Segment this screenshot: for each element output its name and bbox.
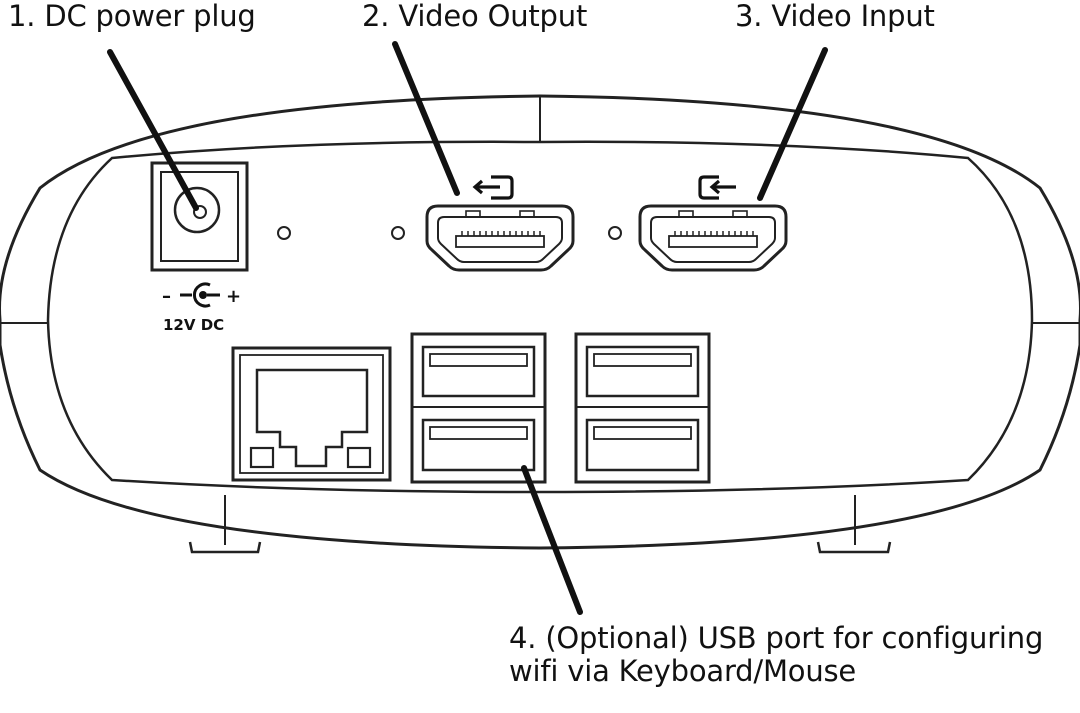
video-output-icon: [472, 175, 514, 200]
voltage-label: 12V DC: [163, 316, 224, 334]
usb-port-3: [585, 345, 700, 398]
ethernet-led-left: [249, 446, 275, 469]
polarity-minus: –: [162, 286, 171, 307]
leader-lines: [107, 41, 828, 615]
usb-port-4: [585, 418, 700, 472]
callout-3-number: 3.: [735, 0, 763, 33]
dc-jack-inner: [160, 171, 239, 262]
hdmi-input-port: [638, 204, 788, 272]
callout-4-line-1: 4. (Optional) USB port for configuring: [509, 621, 1044, 655]
hdmi-output-pins: [461, 231, 541, 236]
hdmi-output-latch-left: [465, 210, 481, 218]
device-body: [0, 94, 1080, 554]
usb-port-1: [421, 345, 536, 398]
hdmi-output-port: [425, 204, 575, 272]
device-inner-face: [46, 140, 1034, 494]
leader-line-3: [757, 47, 828, 201]
usb-stack-left: [410, 332, 547, 484]
hdmi-output-latch-right: [519, 210, 535, 218]
dc-jack-pin: [193, 205, 207, 219]
callout-4-number: 4.: [509, 621, 537, 655]
callout-video-input: 3. Video Input: [735, 0, 935, 33]
hdmi-input-latch-left: [678, 210, 694, 218]
callout-dc-power-plug: 1. DC power plug: [8, 0, 256, 33]
ethernet-socket: [255, 368, 369, 468]
callout-4-label-line-2: wifi via Keyboard/Mouse: [509, 654, 857, 689]
dc-jack-outer: [150, 161, 249, 272]
ethernet-led-right: [346, 446, 372, 469]
ethernet-port: [231, 346, 392, 482]
indicator-holes: [277, 226, 622, 240]
right-foot: [816, 541, 892, 554]
ethernet-frame: [239, 354, 384, 474]
callout-2-label: Video Output: [398, 0, 588, 33]
hdmi-input-outer: [638, 204, 788, 272]
power-marking: – + 12V DC: [162, 282, 241, 334]
leader-line-4: [521, 465, 583, 615]
usb-stack-right: [574, 332, 711, 484]
callout-video-output: 2. Video Output: [362, 0, 587, 33]
indicator-hole-1: [277, 226, 291, 240]
hdmi-input-inner: [650, 216, 776, 263]
hdmi-output-outer: [425, 204, 575, 272]
hdmi-output-pin-block: [455, 235, 545, 248]
dc-polarity-icon: [180, 282, 220, 308]
callout-1-label: DC power plug: [44, 0, 256, 33]
callout-4-label-line-1: (Optional) USB port for configuring: [545, 621, 1044, 655]
hdmi-input-latch-right: [732, 210, 748, 218]
callout-1-number: 1.: [8, 0, 36, 33]
video-input-icon: [698, 175, 736, 200]
dc-jack-socket: [173, 186, 221, 234]
usb-port-2: [421, 418, 536, 472]
leader-line-1: [107, 49, 199, 211]
hdmi-output-inner: [437, 216, 563, 263]
hdmi-input-pin-block: [668, 235, 758, 248]
left-foot: [188, 541, 262, 554]
polarity-plus: +: [226, 286, 241, 307]
hdmi-input-pins: [674, 231, 754, 236]
indicator-hole-2: [391, 226, 405, 240]
callout-2-number: 2.: [362, 0, 390, 33]
ethernet-outer: [231, 346, 392, 482]
callout-3-label: Video Input: [771, 0, 935, 33]
device-outer-shell: [0, 94, 1080, 550]
indicator-hole-3: [608, 226, 622, 240]
leader-line-2: [392, 41, 460, 196]
dc-power-jack: [150, 161, 249, 272]
